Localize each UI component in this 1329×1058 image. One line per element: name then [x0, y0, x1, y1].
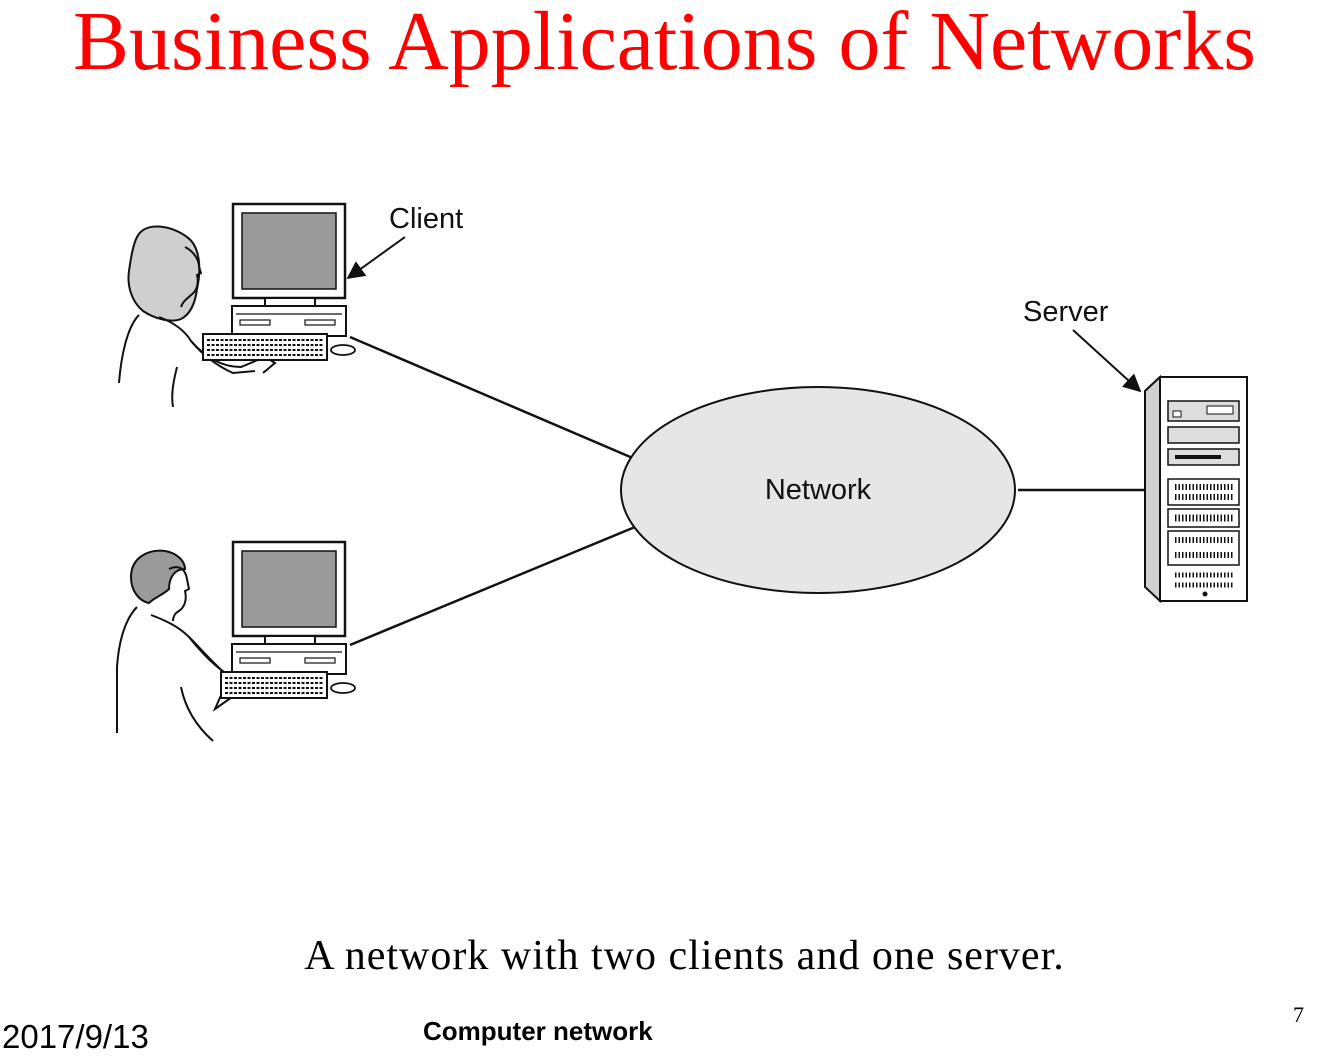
server-arrow [1072, 329, 1142, 393]
network-diagram: Network Client [115, 197, 1250, 775]
network-label: Network [765, 474, 872, 506]
network-cloud [620, 386, 1016, 594]
client-workstation-bottom [116, 540, 356, 742]
desktop-base [231, 643, 347, 675]
monitor-stand [264, 635, 316, 645]
man-hair [129, 549, 187, 605]
link-client2-network [349, 525, 636, 647]
man-body [116, 606, 236, 742]
server-label: Server [1023, 296, 1109, 328]
client-workstation-top [118, 202, 356, 408]
client-label: Client [389, 203, 463, 235]
network-diagram-svg: Network Client [116, 202, 1248, 742]
link-client1-network [349, 335, 636, 461]
desktop-base [231, 305, 347, 337]
footer-date: 2017/9/13 [2, 1018, 149, 1055]
woman-hair [127, 225, 201, 322]
mouse [330, 682, 356, 694]
keyboard [220, 671, 328, 699]
monitor-screen [241, 212, 337, 290]
page-number: 7 [1293, 1002, 1304, 1027]
footer-course-name: Computer network [423, 1016, 653, 1046]
slide-title: Business Applications of Networks [73, 0, 1256, 88]
man-face [168, 566, 191, 622]
monitor-screen [241, 550, 337, 628]
figure-caption: A network with two clients and one serve… [304, 933, 1065, 979]
mouse [330, 344, 356, 356]
keyboard [202, 333, 328, 361]
client-arrow [346, 236, 406, 280]
server-tower [1143, 374, 1248, 604]
woman-face [180, 246, 203, 308]
monitor-stand [264, 297, 316, 307]
